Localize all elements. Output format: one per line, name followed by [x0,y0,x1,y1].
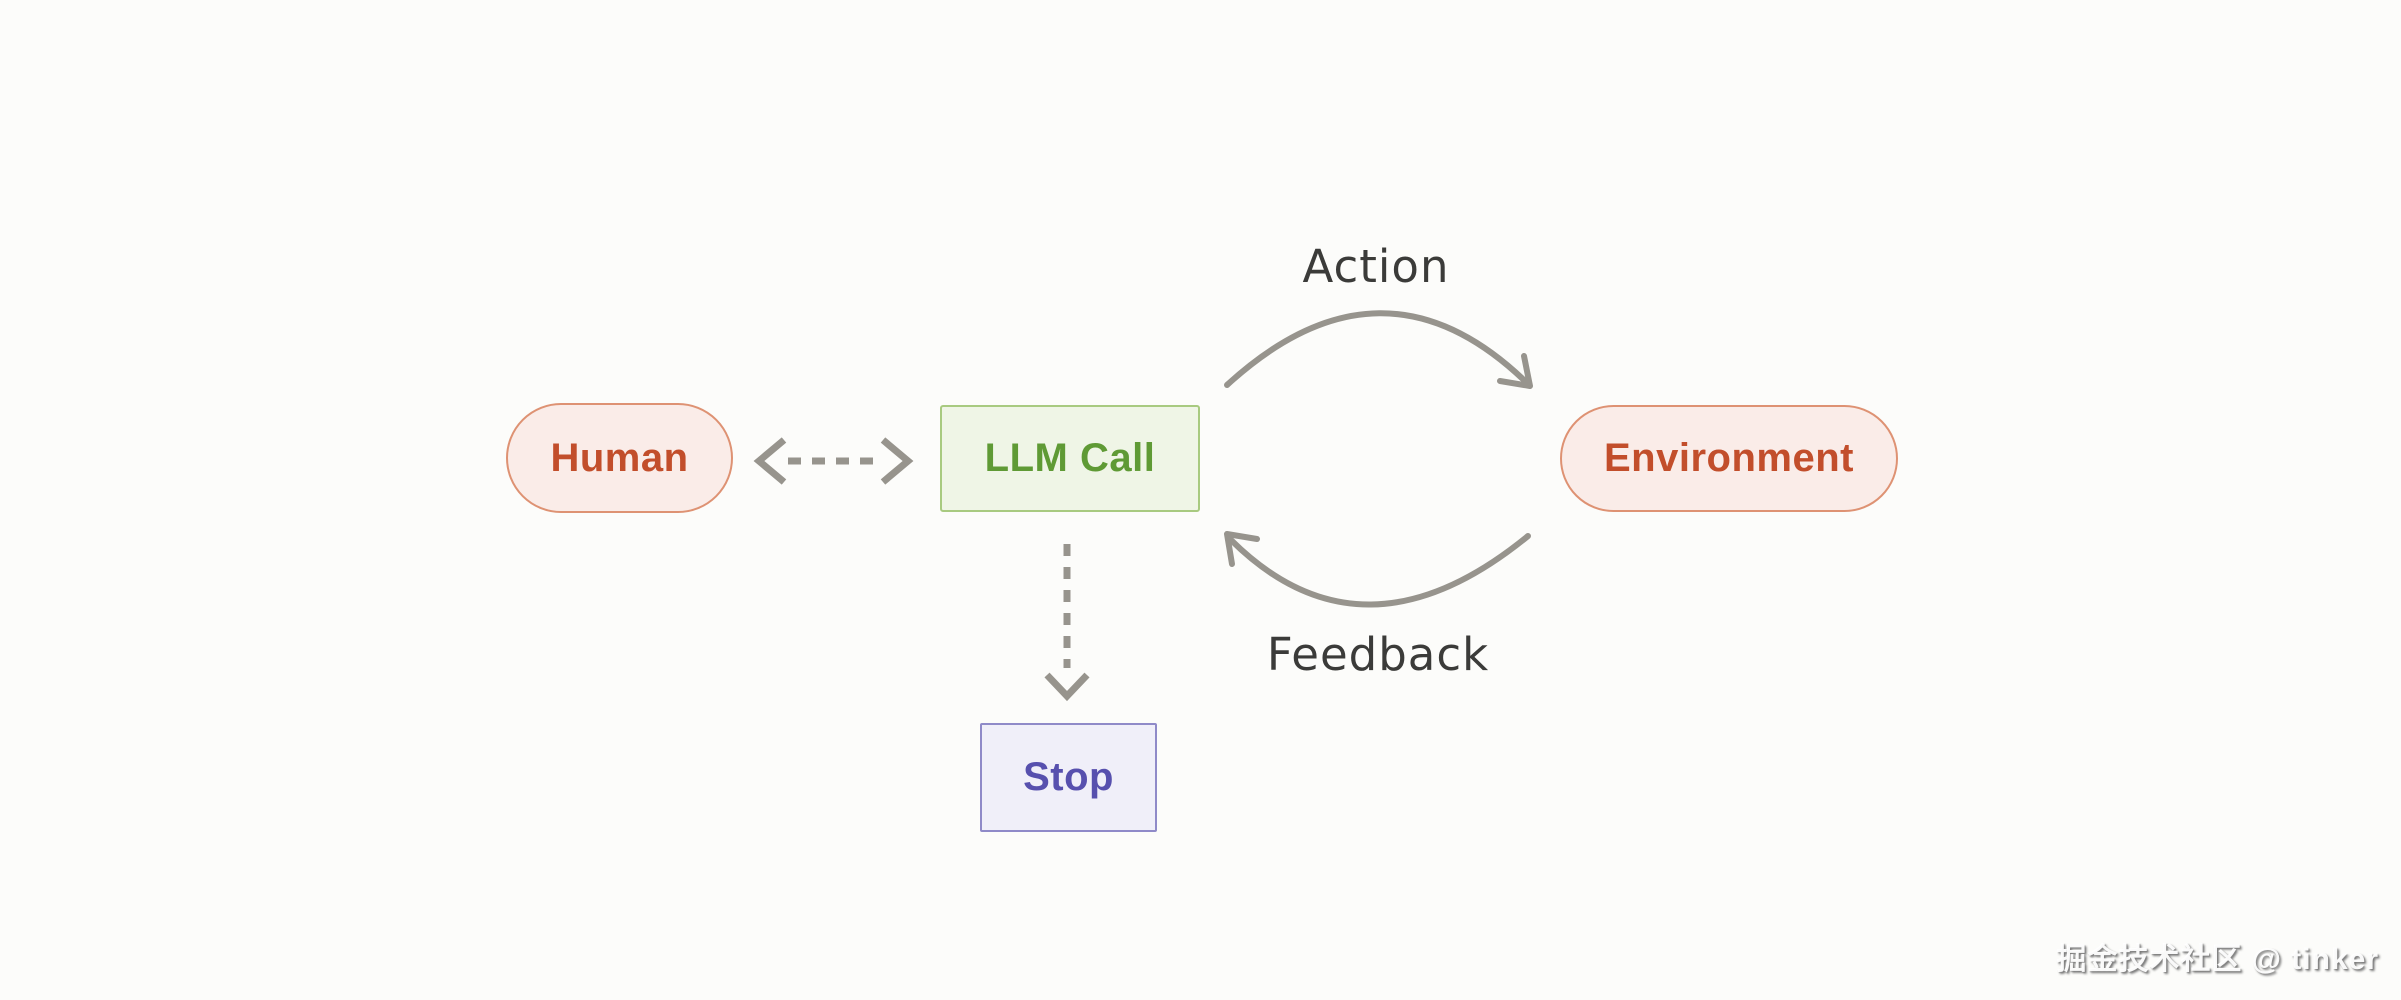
action-arrowhead [1497,353,1533,389]
down-chevron-arrowhead [1044,672,1090,702]
human-node: Human [506,403,733,513]
stop-node: Stop [980,723,1157,832]
human-node-label: Human [550,435,689,480]
action-edge-label: Action [1302,240,1450,293]
feedback-curved-arrow [1224,531,1531,608]
feedback-arrowhead [1224,531,1260,567]
right-chevron-arrowhead [880,437,914,485]
environment-node-label: Environment [1604,436,1854,480]
environment-node: Environment [1560,405,1898,512]
llm-stop-dashed-arrow [1044,544,1090,702]
left-chevron-arrowhead [753,437,787,485]
llm-call-node-label: LLM Call [984,436,1156,480]
llm-call-node: LLM Call [940,405,1200,512]
action-curved-arrow [1224,310,1533,389]
human-llm-dashed-arrow [753,437,914,485]
watermark: 掘金技术社区 @ tinker [2056,943,2379,976]
feedback-edge-label: Feedback [1266,628,1490,681]
stop-node-label: Stop [1023,755,1114,799]
